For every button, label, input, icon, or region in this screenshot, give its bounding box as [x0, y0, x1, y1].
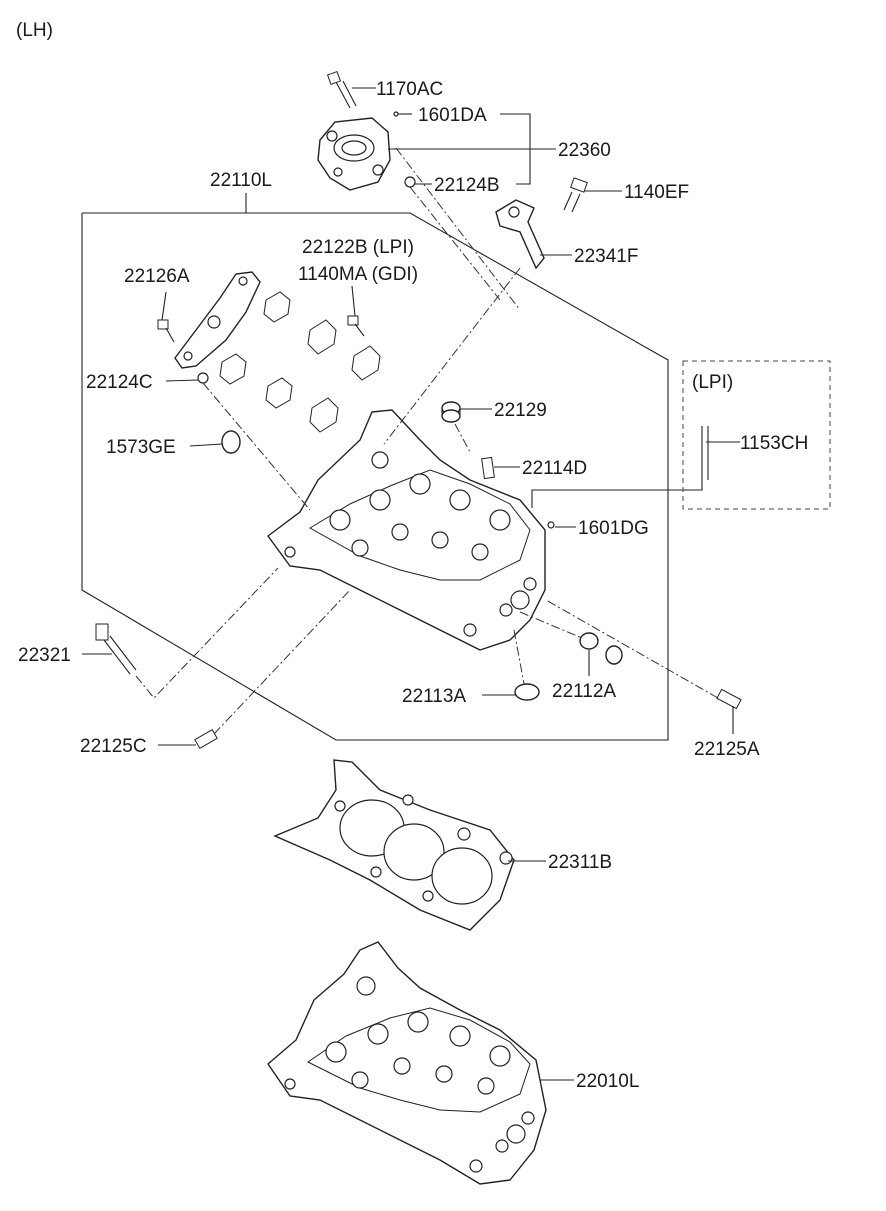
cap-bracket-22126A — [174, 271, 261, 369]
cylinder-head-22010L — [267, 941, 547, 1185]
label-22122B[interactable]: 22122B (LPI) — [302, 237, 414, 258]
part-labels: 1170AC 1601DA 22360 22124B 1140EF 22110L… — [18, 79, 808, 1092]
label-22124C[interactable]: 22124C — [86, 372, 153, 393]
seal-22112A — [579, 632, 599, 650]
plug-22129 — [441, 401, 461, 423]
label-22341F[interactable]: 22341F — [574, 246, 638, 267]
head-gasket-22311B — [273, 759, 515, 931]
label-22125C[interactable]: 22125C — [80, 736, 147, 757]
label-1140EF[interactable]: 1140EF — [624, 182, 689, 203]
label-1601DG[interactable]: 1601DG — [578, 518, 649, 539]
stud-22125A — [716, 688, 742, 710]
dowel-22124C — [197, 372, 209, 384]
cap-set — [219, 291, 381, 433]
housing-22360 — [317, 117, 391, 191]
plug-22112A-2 — [605, 645, 623, 665]
bolt-1170AC — [326, 70, 357, 109]
dowel-1601DG — [547, 521, 555, 529]
bolt-22126A — [157, 319, 175, 343]
dowel-22124B — [404, 176, 416, 188]
label-22124B[interactable]: 22124B — [434, 175, 500, 196]
label-22125A[interactable]: 22125A — [694, 739, 760, 760]
label-22126A[interactable]: 22126A — [124, 266, 190, 287]
plug-22113A — [514, 683, 540, 701]
label-1573GE[interactable]: 1573GE — [106, 437, 176, 458]
label-22114D[interactable]: 22114D — [522, 458, 587, 479]
bracket-22341F — [495, 199, 545, 270]
bolt-1140EF — [563, 177, 588, 213]
dowel-1601DA — [393, 111, 399, 117]
assembly-boundary — [81, 212, 669, 741]
label-1170AC[interactable]: 1170AC — [376, 79, 443, 100]
label-1153CH[interactable]: 1153CH — [740, 433, 808, 454]
lpi-label: (LPI) — [692, 372, 733, 393]
label-22360[interactable]: 22360 — [558, 140, 611, 161]
label-22129[interactable]: 22129 — [494, 400, 547, 421]
stud-22125C — [194, 728, 218, 750]
head-bolt-22321 — [95, 623, 137, 675]
bracket-hole — [508, 206, 520, 218]
stud-1153CH — [701, 426, 709, 480]
label-22010L[interactable]: 22010L — [576, 1071, 639, 1092]
assembly-lines — [135, 147, 719, 735]
lpi-box — [682, 360, 831, 510]
pin-22114D — [481, 456, 495, 480]
bolt-22122B — [347, 315, 365, 337]
leader-lines — [82, 87, 740, 1081]
label-1140MA[interactable]: 1140MA (GDI) — [298, 264, 418, 285]
label-22112A[interactable]: 22112A — [552, 681, 616, 702]
label-22311B[interactable]: 22311B — [548, 852, 612, 873]
label-22321[interactable]: 22321 — [18, 645, 71, 666]
cylinder-head-upper — [267, 409, 546, 651]
seal-1573GE — [221, 430, 241, 454]
side-label: (LH) — [16, 20, 53, 41]
label-1601DA[interactable]: 1601DA — [418, 105, 487, 126]
label-22110L[interactable]: 22110L — [210, 170, 272, 191]
label-22113A[interactable]: 22113A — [402, 686, 466, 707]
